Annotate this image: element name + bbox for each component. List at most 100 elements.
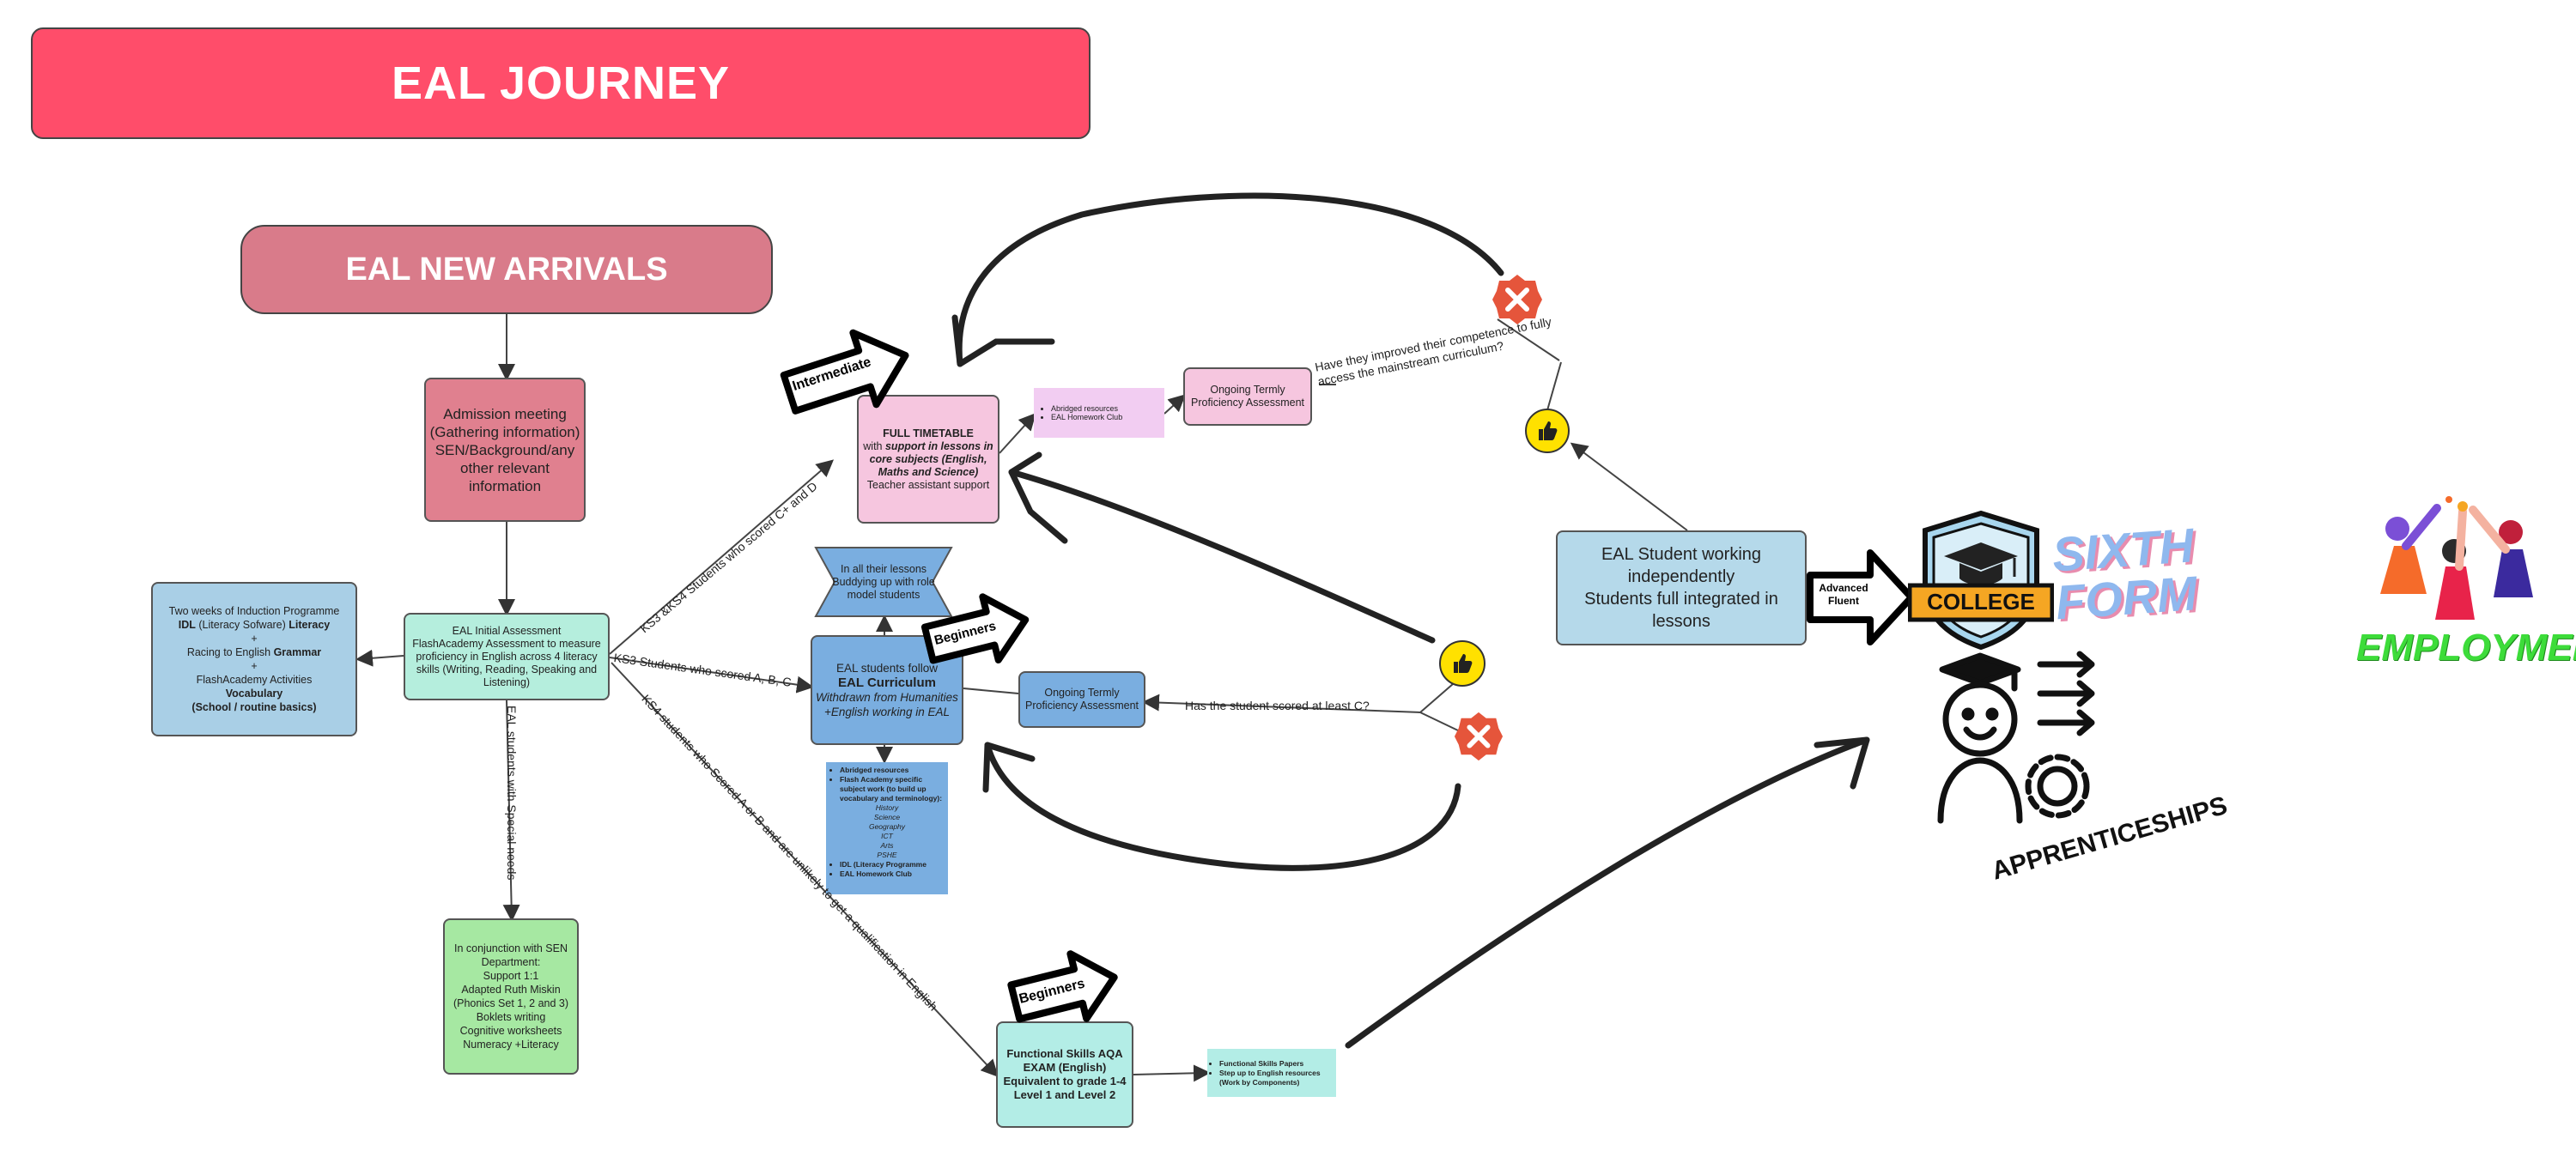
functional-skills-box: Functional Skills AQA EXAM (English) Equ… (996, 1021, 1133, 1128)
admission-line: SEN/Background/any other relevant inform… (434, 441, 575, 494)
apprentice-icon (1929, 649, 2117, 829)
assessment-title: EAL Initial Assessment (452, 624, 562, 637)
induction-flash: FlashAcademy Activities (196, 674, 313, 686)
resource-item: Step up to English resources (Work by Co… (1219, 1069, 1336, 1087)
connector-assessment-functional (611, 662, 999, 1077)
advanced-fluent-arrow: Advanced Fluent (1807, 549, 1915, 645)
sen-line: Support 1:1 (483, 970, 539, 982)
ongoing-assessment-box-2: Ongoing Termly Proficiency Assessment (1018, 671, 1145, 728)
sen-line: Cognitive worksheets (459, 1025, 562, 1037)
functional-line: Level 1 and Level 2 (1013, 1088, 1116, 1101)
timetable-ta: Teacher assistant support (866, 478, 990, 491)
subject-item: Geography (868, 822, 906, 831)
induction-plus: + (251, 633, 258, 645)
scribble-curve-bottom (984, 742, 1461, 871)
intermediate-arrow: Intermediate (774, 315, 921, 433)
induction-idl-desc: (Literacy Sofware) (195, 619, 289, 631)
resource-item: Flash Academy specific subject work (to … (840, 775, 946, 803)
induction-programme-box: Two weeks of Induction Programme IDL (Li… (151, 582, 357, 736)
full-timetable-box: FULL TIMETABLE with support in lessons i… (857, 395, 999, 524)
page-title-banner: EAL JOURNEY (31, 27, 1091, 139)
resource-item: Functional Skills Papers (1219, 1059, 1336, 1069)
scribble-curve-middle (1008, 469, 1436, 644)
connector-assessment-induction (355, 649, 404, 667)
connector-question2-ongoing2 (1142, 694, 1421, 713)
route-label-special: EAL students with Special needs (505, 706, 519, 880)
advanced-fluent-label: Advanced Fluent (1819, 582, 1868, 607)
induction-plus: + (251, 660, 258, 672)
sen-line: Numeracy +Literacy (463, 1039, 559, 1051)
sixth-form-text: SIXTH FORM (2050, 518, 2199, 630)
cross-icon (1453, 711, 1504, 762)
resource-item: EAL Homework Club (840, 869, 946, 879)
curriculum-line: EAL students follow (835, 662, 939, 675)
new-arrivals-box: EAL NEW ARRIVALS (240, 225, 773, 314)
connector-independent-thumb (1570, 442, 1688, 531)
resource-item: EAL Homework Club (1051, 413, 1122, 421)
page-title: EAL JOURNEY (391, 58, 731, 109)
timetable-with: with (863, 439, 885, 452)
cross-icon (1491, 273, 1544, 326)
connector-functional-resources (1133, 1064, 1211, 1082)
sen-line: In conjunction with SEN Department: (453, 942, 568, 968)
connector-assessment-timetable (609, 459, 835, 655)
functional-line: Functional Skills AQA EXAM (English) (1006, 1047, 1123, 1074)
college-badge: COLLEGE (1907, 506, 2055, 652)
scribble-curve-top (956, 192, 1504, 367)
thumbs-up-icon (1525, 409, 1570, 453)
question-scored-text: Has the student scored at least C? (1185, 699, 1370, 712)
subject-item: Science (873, 813, 901, 821)
subject-item: PSHE (877, 851, 897, 859)
resources-mid-box: Abridged resources Flash Academy specifi… (826, 762, 948, 894)
connector-assessment-sen (502, 700, 520, 922)
connector-assessment-curriculum (609, 657, 814, 694)
buddy-box: In all their lessons Buddying up with ro… (812, 546, 955, 618)
subject-item: ICT (881, 832, 893, 840)
subject-item: History (875, 803, 899, 812)
timetable-heading: FULL TIMETABLE (883, 427, 974, 439)
induction-vocab: Vocabulary (225, 688, 283, 700)
subject-item: Arts (880, 841, 894, 850)
ongoing-assessment-label: Ongoing Termly Proficiency Assessment (1025, 687, 1139, 712)
resource-item: Abridged resources (840, 766, 946, 775)
buddy-line: In all their lessons (840, 562, 927, 575)
admission-line: (Gathering information) (429, 423, 580, 440)
induction-line: Two weeks of Induction Programme (168, 605, 340, 617)
curriculum-title: EAL Curriculum (838, 675, 936, 690)
route-label-special-text: EAL students with Special needs (505, 706, 519, 881)
ongoing-assessment-label: Ongoing Termly Proficiency Assessment (1191, 384, 1304, 409)
mortarboard-icon (1944, 542, 2018, 570)
employment-people-icon (2360, 491, 2550, 628)
resources-top-box: Abridged resources EAL Homework Club (1034, 388, 1164, 438)
induction-idl: IDL (178, 619, 196, 631)
admission-meeting-box: Admission meeting (Gathering information… (424, 378, 586, 522)
functional-line: Equivalent to grade 1-4 (1003, 1075, 1127, 1087)
induction-grammar: Grammar (273, 646, 322, 658)
connector-resources-ongoing1 (1163, 394, 1186, 415)
employment-label: EMPLOYMENT (2356, 627, 2576, 669)
college-label: COLLEGE (1927, 589, 2035, 615)
resource-item: Abridged resources (1051, 404, 1122, 413)
new-arrivals-label: EAL NEW ARRIVALS (345, 251, 668, 288)
beginners-arrow-2: Beginners (1002, 941, 1127, 1039)
buddy-line: Buddying up with role model students (832, 575, 935, 601)
independent-line: EAL Student working independently (1601, 545, 1762, 586)
thumbs-up-icon (1439, 640, 1485, 687)
admission-line: Admission meeting (443, 405, 567, 422)
induction-racing: Racing to English (186, 646, 274, 658)
scribble-curve-functional (1345, 736, 1870, 1049)
question-scored: Has the student scored at least C? (1185, 699, 1370, 712)
sixth-form-label: SIXTH FORM (2050, 518, 2220, 630)
sen-line: Boklets writing (476, 1011, 546, 1023)
curriculum-withdrawn: Withdrawn from Humanities +English worki… (816, 691, 958, 718)
ongoing-assessment-box-1: Ongoing Termly Proficiency Assessment (1183, 367, 1312, 426)
functional-resources-box: Functional Skills Papers Step up to Engl… (1207, 1049, 1336, 1097)
beginners-arrow-1: Beginners (917, 584, 1038, 680)
resource-item: IDL (Literacy Programme (840, 860, 946, 869)
employment-text: EMPLOYMENT (2356, 627, 2576, 669)
independent-student-box: EAL Student working independently Studen… (1556, 530, 1807, 645)
initial-assessment-box: EAL Initial Assessment FlashAcademy Asse… (404, 613, 610, 700)
sen-support-box: In conjunction with SEN Department: Supp… (443, 918, 579, 1075)
assessment-desc: FlashAcademy Assessment to measure profi… (412, 637, 601, 688)
